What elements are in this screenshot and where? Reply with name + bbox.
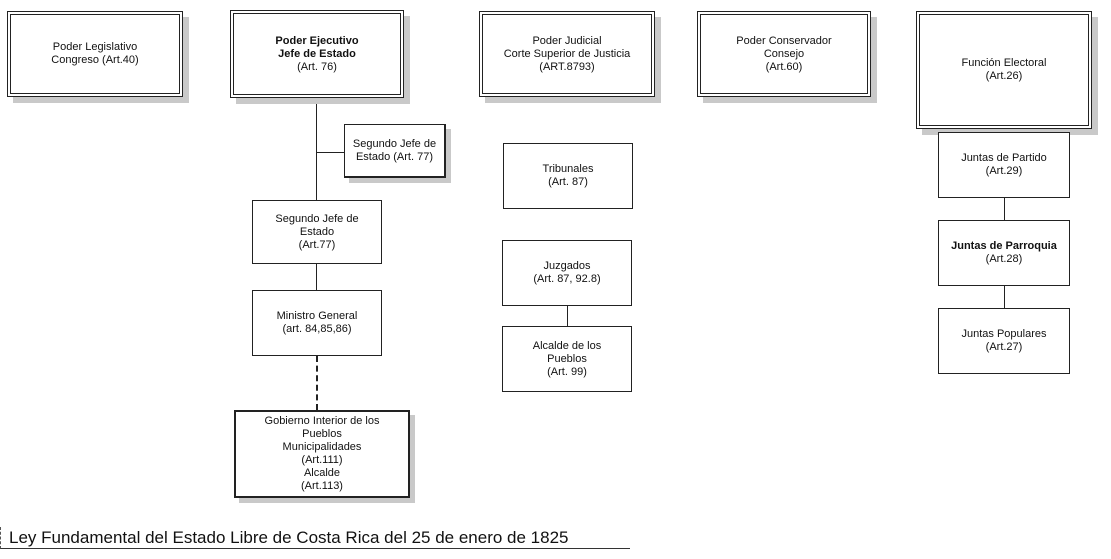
poder-conservador-box: Poder Conservador Consejo (Art.60) xyxy=(698,12,870,96)
connector-segundo-ministro xyxy=(316,264,317,290)
segundo-jefe-line2: Estado xyxy=(299,225,335,238)
poder-ejecutivo-title: Poder Ejecutivo xyxy=(275,34,359,47)
segundo-jefe-side-line2: Estado (Art. 77) xyxy=(355,150,434,163)
juzgados-box: Juzgados (Art. 87, 92.8) xyxy=(502,240,632,306)
ministro-general-box: Ministro General (art. 84,85,86) xyxy=(252,290,382,356)
poder-judicial-subtitle: Corte Superior de Justicia xyxy=(503,47,631,60)
footer-caption: Ley Fundamental del Estado Libre de Cost… xyxy=(0,527,630,549)
ministro-general-title: Ministro General xyxy=(276,310,358,322)
juntas-partido-title: Juntas de Partido xyxy=(961,152,1047,164)
connector-ejecutivo-segundo xyxy=(316,97,317,200)
alcalde-pueblos-line1: Alcalde de los xyxy=(532,339,602,352)
juntas-partido-article: (Art.29) xyxy=(985,165,1023,177)
funcion-electoral-title: Función Electoral xyxy=(961,57,1047,69)
segundo-jefe-side-line1: Segundo Jefe de xyxy=(352,137,437,150)
poder-legislativo-title: Poder Legislativo xyxy=(52,41,138,53)
poder-judicial-title: Poder Judicial xyxy=(532,34,602,47)
poder-conservador-article: (Art.60) xyxy=(765,60,803,73)
gobierno-interior-line6: (Art.113) xyxy=(301,480,343,492)
tribunales-box: Tribunales (Art. 87) xyxy=(503,143,633,209)
connector-juzgados-alcalde xyxy=(567,306,568,326)
alcalde-pueblos-box: Alcalde de los Pueblos (Art. 99) xyxy=(502,326,632,392)
tribunales-title: Tribunales xyxy=(542,163,594,175)
funcion-electoral-box: Función Electoral (Art.26) xyxy=(917,12,1091,128)
gobierno-interior-line5: Alcalde xyxy=(303,467,341,479)
segundo-jefe-article: (Art.77) xyxy=(298,238,336,251)
poder-ejecutivo-box: Poder Ejecutivo Jefe de Estado (Art. 76) xyxy=(231,11,403,97)
alcalde-pueblos-article: (Art. 99) xyxy=(547,365,587,378)
poder-legislativo-body: Congreso (Art.40) xyxy=(51,54,139,66)
gobierno-interior-line4: (Art.111) xyxy=(301,454,343,466)
juntas-parroquia-box: Juntas de Parroquia (Art.28) xyxy=(938,220,1070,286)
gobierno-interior-box: Gobierno Interior de los Pueblos Municip… xyxy=(234,410,410,498)
poder-ejecutivo-article: (Art. 76) xyxy=(297,60,337,73)
connector-electoral-partido xyxy=(1004,126,1005,132)
connector-partido-parroquia xyxy=(1004,198,1005,220)
connector-ministro-gobierno xyxy=(316,356,318,410)
poder-conservador-subtitle: Consejo xyxy=(763,47,805,60)
juzgados-title: Juzgados xyxy=(543,260,591,272)
juntas-populares-article: (Art.27) xyxy=(985,341,1023,353)
tribunales-article: (Art. 87) xyxy=(548,176,588,188)
funcion-electoral-article: (Art.26) xyxy=(985,70,1023,82)
poder-conservador-title: Poder Conservador xyxy=(736,34,832,47)
juzgados-article: (Art. 87, 92.8) xyxy=(533,273,601,285)
juntas-parroquia-article: (Art.28) xyxy=(985,253,1023,265)
poder-judicial-box: Poder Judicial Corte Superior de Justici… xyxy=(480,12,654,96)
poder-ejecutivo-subtitle: Jefe de Estado xyxy=(278,47,356,60)
gobierno-interior-line3: Municipalidades xyxy=(282,441,362,453)
juntas-populares-box: Juntas Populares (Art.27) xyxy=(938,308,1070,374)
juntas-parroquia-title: Juntas de Parroquia xyxy=(951,240,1057,252)
segundo-jefe-line1: Segundo Jefe de xyxy=(275,212,359,225)
segundo-jefe-box: Segundo Jefe de Estado (Art.77) xyxy=(252,200,382,264)
connector-side-branch xyxy=(316,152,344,153)
gobierno-interior-line1: Gobierno Interior de los xyxy=(264,415,380,427)
gobierno-interior-line2: Pueblos xyxy=(302,428,342,440)
segundo-jefe-side-box: Segundo Jefe de Estado (Art. 77) xyxy=(344,124,446,178)
juntas-populares-title: Juntas Populares xyxy=(961,328,1047,340)
poder-legislativo-box: Poder Legislativo Congreso (Art.40) xyxy=(8,12,182,96)
ministro-general-article: (art. 84,85,86) xyxy=(282,323,352,335)
juntas-partido-box: Juntas de Partido (Art.29) xyxy=(938,132,1070,198)
connector-parroquia-populares xyxy=(1004,286,1005,308)
poder-judicial-article: (ART.8793) xyxy=(539,60,595,73)
alcalde-pueblos-line2: Pueblos xyxy=(547,352,587,365)
